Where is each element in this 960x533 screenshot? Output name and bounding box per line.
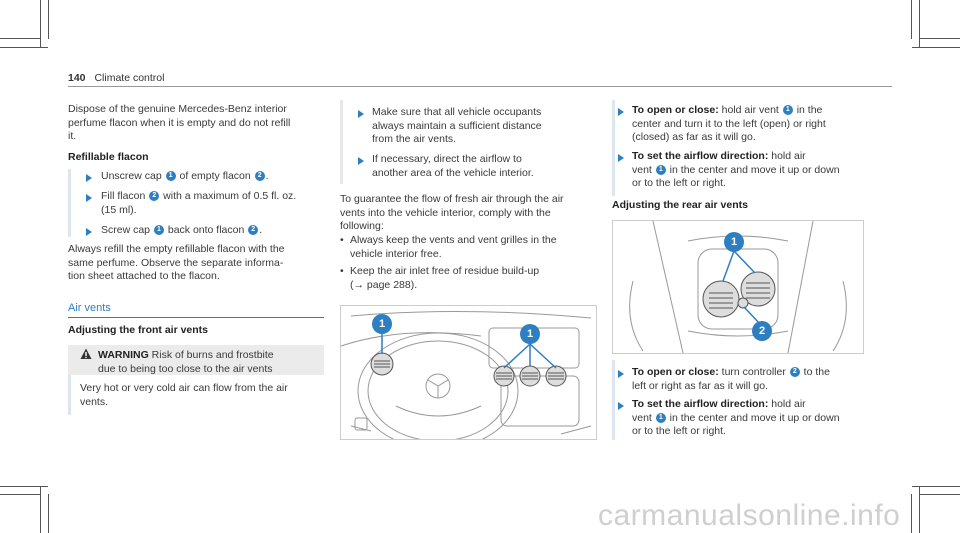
fresh-air-paragraph: To guarantee the flow of fresh air throu… [340, 193, 564, 232]
section-title: Air vents [68, 302, 111, 314]
callout-badge: 1 [782, 105, 793, 116]
page-number: 140 [68, 72, 86, 84]
rear-vents-figure: 1 2 [612, 220, 864, 354]
crop-mark [48, 494, 49, 533]
step-arrow-icon [86, 194, 92, 202]
callout-badge: 1 [165, 171, 176, 182]
step-arrow-icon [618, 108, 624, 116]
crop-mark [40, 0, 41, 48]
crop-mark [0, 47, 48, 48]
note-bar [612, 360, 615, 440]
step-unscrew-cap: Unscrew cap 1 of empty flacon 2. [101, 170, 269, 182]
figure-callout-2: 2 [752, 321, 772, 341]
step-airflow-front: To set the airflow direction: hold air v… [632, 150, 840, 189]
crop-mark [912, 47, 960, 48]
crop-mark [0, 38, 40, 39]
rear-vents-heading: Adjusting the rear air vents [612, 199, 748, 211]
crop-mark [919, 486, 920, 533]
crop-mark [40, 486, 41, 533]
step-arrow-icon [618, 370, 624, 378]
section-rule [68, 317, 324, 318]
warning-icon [80, 348, 92, 359]
callout-badge: 2 [149, 191, 160, 202]
crop-mark [920, 38, 960, 39]
step-fill-flacon: Fill flacon 2 with a maximum of 0.5 fl. … [101, 190, 297, 216]
step-open-close-rear: To open or close: turn controller 2 to t… [632, 366, 830, 392]
front-vents-figure: 1 1 [340, 305, 597, 440]
crop-mark [0, 494, 40, 495]
refill-note: Always refill the empty refillable flaco… [68, 243, 285, 282]
note-bar [612, 100, 615, 196]
crop-mark [911, 0, 912, 39]
warning-bar [68, 375, 71, 415]
step-arrow-icon [618, 154, 624, 162]
step-arrow-icon [86, 228, 92, 236]
header-rule [68, 86, 892, 87]
callout-badge: 2 [248, 225, 259, 236]
dashboard-illustration [341, 310, 592, 439]
figure-callout-1: 1 [372, 314, 392, 334]
step-airflow-rear: To set the airflow direction: hold air v… [632, 398, 840, 437]
watermark: carmanualsonline.info [598, 499, 901, 532]
step-arrow-icon [86, 174, 92, 182]
crop-mark [48, 0, 49, 39]
front-vents-heading: Adjusting the front air vents [68, 324, 209, 336]
callout-badge: 2 [789, 367, 800, 378]
rear-console-illustration [629, 221, 847, 353]
step-arrow-icon [358, 110, 364, 118]
warning-title: WARNING Risk of burns and frostbite due … [98, 349, 274, 375]
step-arrow-icon [358, 157, 364, 165]
callout-badge: 1 [655, 164, 666, 175]
callout-badge: 1 [655, 412, 666, 423]
page-header: 140 Climate control [68, 72, 164, 84]
warning-step-airflow: If necessary, direct the airflow to anot… [372, 153, 534, 179]
intro-paragraph: Dispose of the genuine Mercedes-Benz int… [68, 103, 291, 142]
crop-mark [912, 486, 960, 487]
page-title: Climate control [94, 72, 165, 84]
crop-mark [0, 486, 48, 487]
warning-header-box [68, 345, 324, 375]
callout-badge: 1 [153, 225, 164, 236]
callout-badge: 2 [254, 171, 265, 182]
crop-mark [911, 494, 912, 533]
figure-callout-1: 1 [520, 324, 540, 344]
bullet-list: •Always keep the vents and vent grilles … [340, 234, 557, 291]
warning-steps-bar [340, 100, 343, 184]
step-arrow-icon [618, 402, 624, 410]
figure-callout-1: 1 [724, 232, 744, 252]
crop-mark [919, 0, 920, 48]
warning-step-distance: Make sure that all vehicle occupants alw… [372, 106, 542, 145]
step-open-close-front: To open or close: hold air vent 1 in the… [632, 104, 826, 143]
step-screw-cap: Screw cap 1 back onto flacon 2. [101, 224, 263, 236]
refill-heading: Refillable flacon [68, 151, 149, 163]
note-bar [68, 169, 71, 237]
crop-mark [920, 494, 960, 495]
warning-body: Very hot or very cold air can flow from … [80, 382, 288, 408]
